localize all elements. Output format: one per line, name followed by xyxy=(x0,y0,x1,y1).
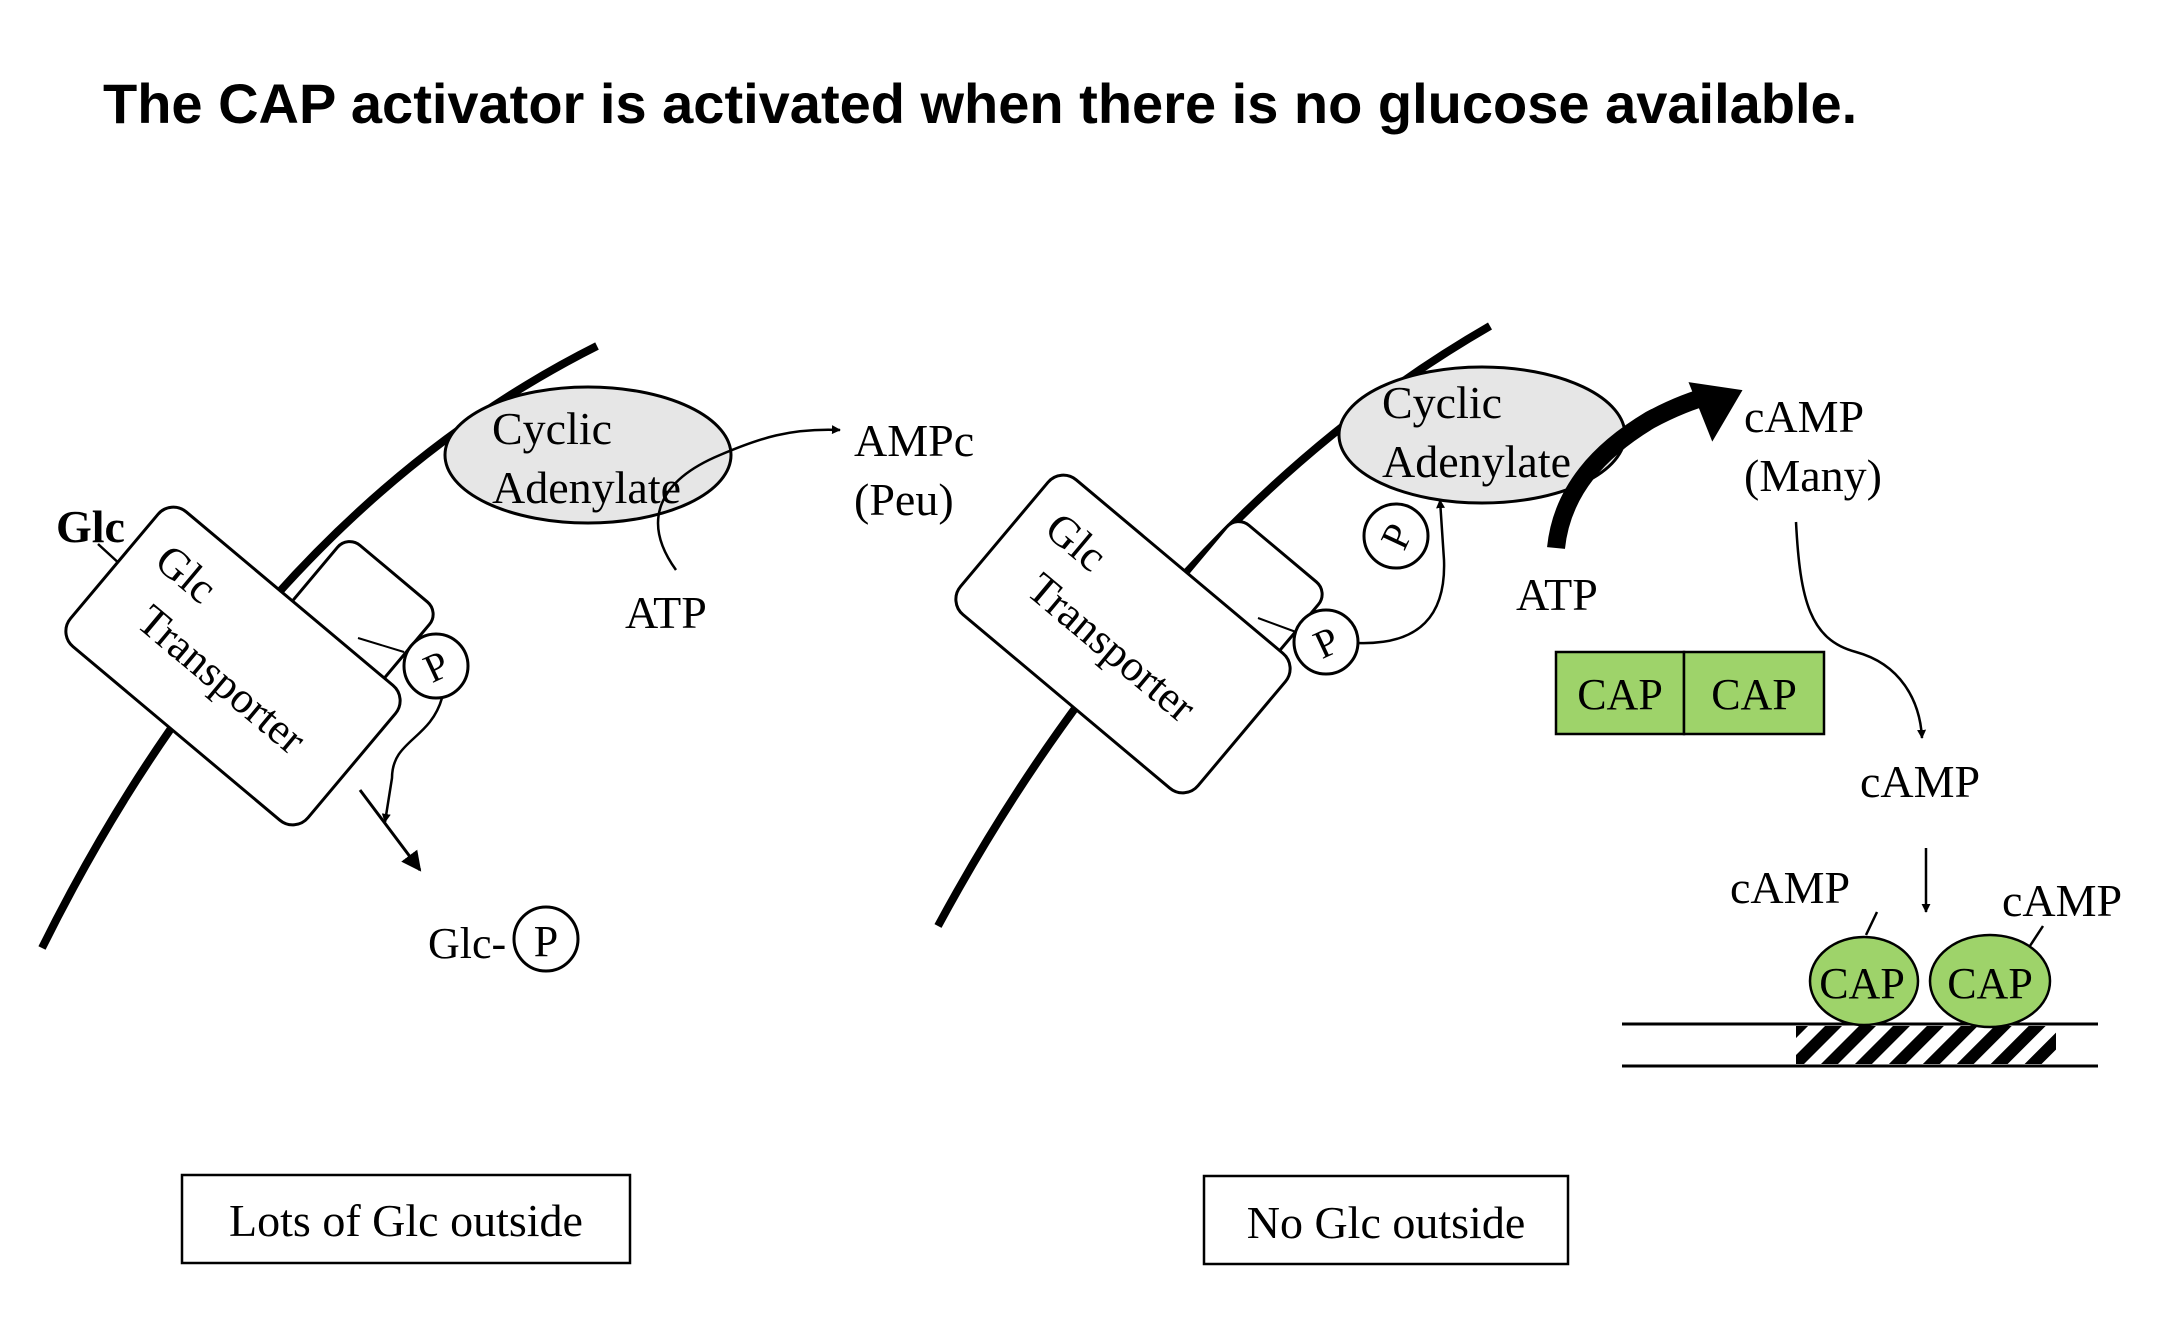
right-product-label-2: (Many) xyxy=(1744,450,1882,501)
left-glc-label: Glc xyxy=(56,501,125,552)
left-product-label-2: (Peu) xyxy=(854,474,954,525)
right-phosphate-link xyxy=(1257,617,1297,633)
page-title: The CAP activator is activated when ther… xyxy=(103,72,1857,135)
right-cap-dna-left xyxy=(1808,935,1920,1027)
left-caption-box xyxy=(180,1173,632,1265)
left-atp-conversion-arrow xyxy=(656,425,841,571)
right-caption: No Glc outside xyxy=(1247,1197,1526,1248)
left-phosphate-circle: P xyxy=(402,632,470,700)
left-phosphate-transfer-arrow xyxy=(381,697,444,823)
right-atp-conversion-arrow-shaft xyxy=(1547,386,1715,550)
right-enzyme-label-1: Cyclic xyxy=(1382,377,1502,428)
left-enzyme-label-1: Cyclic xyxy=(492,403,612,454)
left-glc-p-circle xyxy=(512,905,580,973)
left-transport-arrow xyxy=(358,789,422,872)
right-product-label-1: cAMP xyxy=(1744,391,1864,442)
left-atp-label: ATP xyxy=(625,587,707,638)
right-cap-box-right xyxy=(1682,650,1826,736)
right-phosphate-transfer-arrow xyxy=(1357,499,1446,645)
left-panel: Glc Glc Transporter P Glc- P Cyclic Aden… xyxy=(38,342,974,1265)
right-cap-dna-left-label: CAP xyxy=(1819,959,1905,1008)
right-camp-diffusion-arrow xyxy=(1794,521,1927,739)
right-cap-box-right-label: CAP xyxy=(1711,670,1797,719)
right-caption-box xyxy=(1202,1174,1570,1266)
right-camp-middle-label: cAMP xyxy=(1860,756,1980,807)
right-atp-label: ATP xyxy=(1516,569,1598,620)
right-atp-conversion-arrow-head xyxy=(1688,382,1743,442)
dna-binding-site xyxy=(1796,1026,2056,1064)
left-phosphate-link xyxy=(357,637,405,653)
right-phosphate-circle-enzyme: P xyxy=(1362,502,1430,570)
left-adenylate-cyclase xyxy=(443,385,733,525)
right-camp-bound-left-tick xyxy=(1864,911,1879,936)
right-cap-box-left-label: CAP xyxy=(1577,670,1663,719)
left-enzyme-label-2: Adenylate xyxy=(492,462,681,513)
left-caption: Lots of Glc outside xyxy=(229,1195,583,1246)
right-phosphate-circle-transporter: P xyxy=(1292,608,1360,676)
right-cap-box-left xyxy=(1554,650,1686,736)
left-glc-p-label: P xyxy=(534,917,558,966)
right-panel: Glc Transporter P Cyclic Adenylate P ATP… xyxy=(934,322,2122,1266)
left-glc-p-prefix: Glc- xyxy=(428,919,506,968)
right-camp-bound-left: cAMP xyxy=(1730,862,1850,913)
right-cap-dna-right xyxy=(1928,933,2052,1029)
right-cap-dna-right-label: CAP xyxy=(1947,959,2033,1008)
right-enzyme-label-2: Adenylate xyxy=(1382,436,1571,487)
left-product-label-1: AMPc xyxy=(854,415,974,466)
right-camp-bound-right: cAMP xyxy=(2002,875,2122,926)
